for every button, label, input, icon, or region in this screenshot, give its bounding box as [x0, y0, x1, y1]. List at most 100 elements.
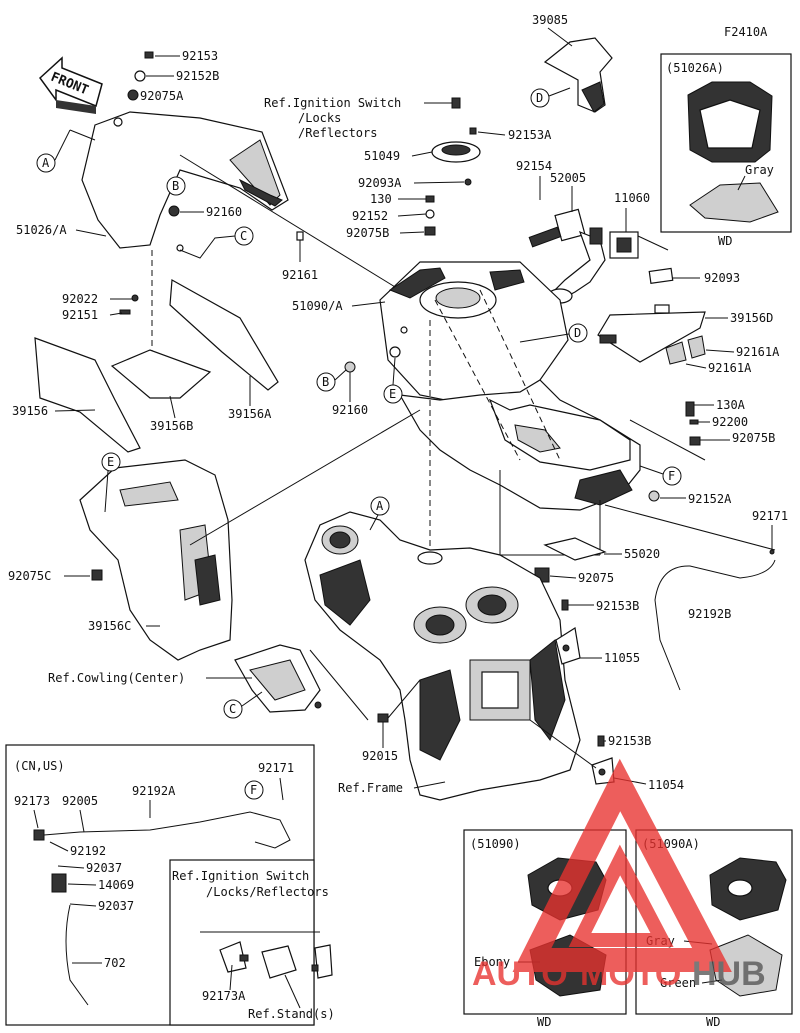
inset-51090a-color-2: Green — [660, 976, 696, 990]
inset-51090-color: Ebony — [474, 955, 510, 969]
label-92173a: 92173A — [202, 989, 246, 1003]
part-frame — [304, 511, 581, 801]
label-92171-inset: 92171 — [258, 761, 294, 775]
part-39156 — [34, 337, 141, 453]
inset-cn-us: (CN,US) 92173 92005 92192A 92171 F 92192… — [5, 744, 335, 1026]
callout-f-tank: F — [662, 466, 682, 486]
callout-c-top: C — [234, 226, 254, 246]
callout-b-mid-text: B — [322, 375, 329, 389]
callout-d-screen-text: D — [536, 91, 543, 105]
callout-b-top: B — [166, 176, 186, 196]
label-92022: 92022 — [62, 292, 98, 306]
part-tank-rear — [398, 379, 641, 511]
part-51026a — [81, 111, 289, 252]
label-11055: 11055 — [604, 651, 640, 665]
inset-51026a-title: (51026A) — [666, 61, 724, 75]
label-92153a: 92153A — [508, 128, 552, 142]
label-92152: 92152 — [352, 209, 388, 223]
callout-a-frame-text: A — [376, 499, 384, 513]
label-51026a: 51026/A — [16, 223, 67, 237]
label-92153: 92153 — [182, 49, 218, 63]
callout-e-tank-text: E — [389, 387, 396, 401]
callout-c-cowling: C — [223, 699, 243, 719]
label-92192a: 92192A — [132, 784, 176, 798]
callout-e-panel: E — [101, 452, 121, 472]
callout-f-tank-text: F — [668, 469, 675, 483]
label-92154: 92154 — [516, 159, 552, 173]
callout-f-inset: F — [244, 780, 264, 800]
callout-a-top-text: A — [42, 156, 50, 170]
callout-c-cowling-text: C — [229, 702, 236, 716]
watermark-text-3: HUB — [692, 955, 766, 993]
inset-51026a-color: Gray — [745, 163, 774, 177]
label-92160-mid: 92160 — [332, 403, 368, 417]
part-11055 — [555, 627, 581, 665]
label-92005: 92005 — [62, 794, 98, 808]
callout-f-inset-text: F — [250, 783, 257, 797]
label-92037-1: 92037 — [86, 861, 122, 875]
label-ref-ignition-top-3: /Reflectors — [298, 126, 377, 140]
label-92152a: 92152A — [688, 492, 732, 506]
label-92037-2: 92037 — [98, 899, 134, 913]
label-11054: 11054 — [648, 778, 684, 792]
callout-c-top-text: C — [240, 229, 247, 243]
label-51090a: 51090/A — [292, 299, 343, 313]
label-39156: 39156 — [12, 404, 48, 418]
part-51090a — [379, 261, 569, 406]
callout-e-panel-text: E — [107, 455, 114, 469]
label-92160-top: 92160 — [206, 205, 242, 219]
part-55020 — [543, 537, 607, 561]
label-130: 130 — [370, 192, 392, 206]
callout-d-screen: D — [530, 88, 550, 108]
callout-d-tank-text: D — [574, 326, 581, 340]
callout-a-top: A — [36, 153, 56, 173]
label-92173: 92173 — [14, 794, 50, 808]
label-92161a-1: 92161A — [736, 345, 780, 359]
figure-code: F2410A — [724, 25, 768, 39]
part-39156a — [169, 279, 279, 391]
inset-cn-us-title: (CN,US) — [14, 759, 65, 773]
label-55020: 55020 — [624, 547, 660, 561]
label-39085: 39085 — [532, 13, 568, 27]
label-92015: 92015 — [362, 749, 398, 763]
label-ref-stand: Ref.Stand(s) — [248, 1007, 335, 1021]
label-92093: 92093 — [704, 271, 740, 285]
label-92152b: 92152B — [176, 69, 219, 83]
label-92200: 92200 — [712, 415, 748, 429]
label-92075b-2: 92075B — [732, 431, 775, 445]
callout-d-tank: D — [568, 323, 588, 343]
label-92192: 92192 — [70, 844, 106, 858]
watermark-text-2: MOTO — [580, 955, 681, 993]
label-92075: 92075 — [578, 571, 614, 585]
label-92075c: 92075C — [8, 569, 51, 583]
label-ref-ign-inset-1: Ref.Ignition Switch — [172, 869, 309, 883]
inset-51026a-market: WD — [718, 234, 732, 248]
watermark-logo: AUTO MOTO HUB — [472, 758, 766, 993]
label-39156d: 39156D — [730, 311, 773, 325]
label-92075b: 92075B — [346, 226, 389, 240]
part-39085: 39085 — [532, 13, 613, 113]
label-ref-ignition-top-2: /Locks — [298, 111, 341, 125]
label-130a: 130A — [716, 398, 746, 412]
label-51049: 51049 — [364, 149, 400, 163]
part-52005 — [528, 208, 606, 304]
label-92093a: 92093A — [358, 176, 402, 190]
callout-a-frame: A — [370, 496, 390, 516]
label-ref-frame: Ref.Frame — [338, 781, 403, 795]
label-92171-right: 92171 — [752, 509, 788, 523]
inset-51026a: (51026A) Gray WD — [660, 53, 792, 248]
inset-51090a-market: WD — [706, 1015, 720, 1029]
inset-51090-title: (51090) — [470, 837, 521, 851]
watermark-text-1: AUTO — [472, 955, 568, 993]
part-92161a — [665, 335, 706, 365]
label-92075a: 92075A — [140, 89, 184, 103]
part-39156b — [110, 349, 212, 399]
label-14069: 14069 — [98, 878, 134, 892]
label-52005: 52005 — [550, 171, 586, 185]
callout-e-tank: E — [383, 384, 403, 404]
fasteners-top-left — [119, 51, 180, 315]
label-39156c: 39156C — [88, 619, 131, 633]
label-ref-ign-inset-2: /Locks/Reflectors — [206, 885, 329, 899]
label-92151: 92151 — [62, 308, 98, 322]
